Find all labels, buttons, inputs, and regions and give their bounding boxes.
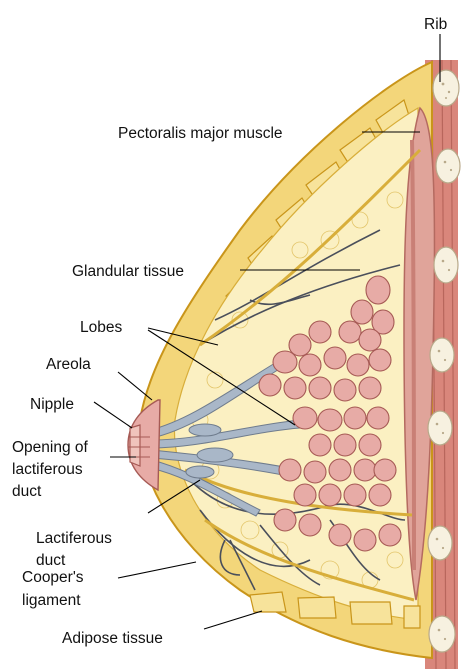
label-coopers-ligament-2: ligament bbox=[22, 592, 81, 609]
label-lobes: Lobes bbox=[80, 319, 122, 336]
label-rib: Rib bbox=[424, 16, 447, 33]
label-opening-of-lactiferous-duct-1: Opening of bbox=[12, 439, 89, 456]
label-coopers-ligament-1: Cooper's bbox=[22, 569, 84, 586]
label-areola: Areola bbox=[46, 356, 91, 373]
nipple-areola bbox=[128, 400, 160, 490]
label-adipose-tissue: Adipose tissue bbox=[62, 630, 163, 647]
label-opening-of-lactiferous-duct-2: lactiferous bbox=[12, 461, 83, 478]
label-nipple: Nipple bbox=[30, 396, 74, 413]
label-lactiferous-duct-1: Lactiferous bbox=[36, 530, 112, 547]
label-opening-of-lactiferous-duct-3: duct bbox=[12, 483, 42, 500]
label-lactiferous-duct-2: duct bbox=[36, 552, 66, 569]
label-glandular-tissue: Glandular tissue bbox=[72, 263, 184, 280]
label-pectoralis-major-muscle: Pectoralis major muscle bbox=[118, 125, 283, 142]
